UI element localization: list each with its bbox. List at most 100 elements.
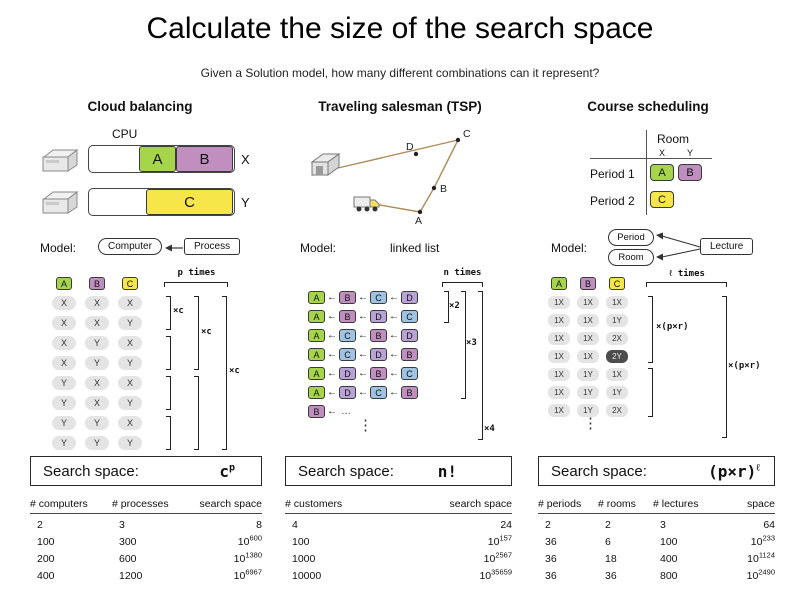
grid-cell: 2X <box>606 404 628 417</box>
exponent: 600 <box>249 533 262 543</box>
computer-x-label: X <box>241 152 250 167</box>
arrow-left-icon: ← <box>389 367 399 379</box>
chain-chip: B <box>370 367 387 380</box>
chain-chip: B <box>339 291 356 304</box>
bracket <box>444 291 449 323</box>
grid-cell: X <box>52 316 76 330</box>
formula-base: (p×r) <box>708 461 757 481</box>
cpu-bar-y: C <box>88 188 235 216</box>
grid-cell: 1X <box>548 296 570 309</box>
bracket <box>442 282 483 287</box>
table-cell: 800 <box>660 570 678 582</box>
grid-cell: 1X <box>606 296 628 309</box>
model-entity-room: Room <box>608 249 654 266</box>
table-cell: 2 <box>37 519 43 531</box>
cpu-bar-x: A B <box>88 145 235 173</box>
chain-chip: C <box>339 348 356 361</box>
exponent: 6967 <box>245 567 262 577</box>
grid-cell: 1X <box>548 368 570 381</box>
grid-cell: Y <box>52 376 76 390</box>
formula-exponent: ℓ <box>756 462 760 474</box>
grid-cell: 1X <box>577 296 599 309</box>
period-1-label: Period 1 <box>590 167 635 181</box>
process-chip-b: B <box>176 146 233 172</box>
cpu-label: CPU <box>112 127 138 141</box>
table-cell: 100 <box>292 536 310 548</box>
grid-cell: X <box>52 296 76 310</box>
arrow-left-icon: ← <box>327 310 337 322</box>
arrow-left-icon: ← <box>358 310 368 322</box>
tsp-header: Traveling salesman (TSP) <box>318 99 482 114</box>
chain-row: B←… <box>308 405 352 418</box>
room-col-y: Y <box>687 148 694 158</box>
grid-cell: 1X <box>548 404 570 417</box>
map-node-d: D <box>406 141 414 153</box>
computer-y-label: Y <box>241 195 250 210</box>
table-cell: 1200 <box>119 570 143 582</box>
column-header: # processes <box>112 498 169 510</box>
factor-label: ×(p×r) <box>656 322 689 332</box>
map-node-a: A <box>415 215 422 227</box>
table-line <box>646 130 647 215</box>
period-2-label: Period 2 <box>590 194 635 208</box>
grid-cell: X <box>85 396 109 410</box>
chain-chip: C <box>401 310 418 323</box>
course-header: Course scheduling <box>587 99 709 114</box>
column-header: # periods <box>538 498 582 510</box>
tsp-search-space-box: Search space: n! <box>285 456 512 486</box>
chain-row: A←D←B←C <box>308 367 418 380</box>
bracket <box>478 291 483 440</box>
table-cell: 101124 <box>747 550 775 565</box>
column-header: search space <box>199 498 262 510</box>
exponent: 157 <box>499 533 512 543</box>
n-times-label: n times <box>443 268 482 278</box>
table-cell: 3 <box>660 519 666 531</box>
search-space-formula: (p×r)ℓ <box>708 462 760 481</box>
grid-cell: Y <box>85 356 109 370</box>
computer-icon <box>42 190 79 214</box>
grid-cell: 1Y <box>577 404 599 417</box>
table-cell: 36 <box>545 536 557 548</box>
grid-cell: Y <box>52 436 76 450</box>
search-space-formula: n! <box>438 462 457 481</box>
bracket <box>166 376 171 410</box>
grid-cell: 1Y <box>606 314 628 327</box>
arrow-left-icon: ← <box>389 329 399 341</box>
model-entity-computer: Computer <box>98 238 162 255</box>
arrow-left-icon: ← <box>358 329 368 341</box>
grid-cell: X <box>85 316 109 330</box>
search-space-label: Search space: <box>298 462 394 480</box>
ellipsis-vertical: ⋮ <box>358 417 373 434</box>
grid-cell: 2X <box>606 332 628 345</box>
l-times-label: ℓ times <box>669 269 705 279</box>
lecture-chip-c: C <box>650 191 674 208</box>
chain-chip: B <box>401 386 418 399</box>
table-cell: 6 <box>605 536 611 548</box>
bracket <box>194 296 199 370</box>
process-chip-a: A <box>139 146 176 172</box>
grid-cell: X <box>52 336 76 350</box>
cloud-header: Cloud balancing <box>87 99 193 114</box>
truck-icon <box>353 196 380 212</box>
grid-header-chip: A <box>56 277 72 290</box>
bracket <box>648 296 653 363</box>
tsp-map: D C B A <box>310 128 471 227</box>
table-line <box>590 158 712 159</box>
grid-cell: 1Y <box>577 368 599 381</box>
model-value: linked list <box>390 241 440 255</box>
arrow-left-icon: ← <box>327 367 337 379</box>
arrow-left-icon: ← <box>327 291 337 303</box>
chain-chip: D <box>370 348 387 361</box>
chain-row: A←B←C←D <box>308 291 418 304</box>
model-planning-process: Process <box>184 238 241 255</box>
factor-label: ×4 <box>484 424 495 434</box>
table-cell: 24 <box>500 519 512 531</box>
grid-cell: 1X <box>577 350 599 363</box>
lecture-chip-b: B <box>678 164 702 181</box>
